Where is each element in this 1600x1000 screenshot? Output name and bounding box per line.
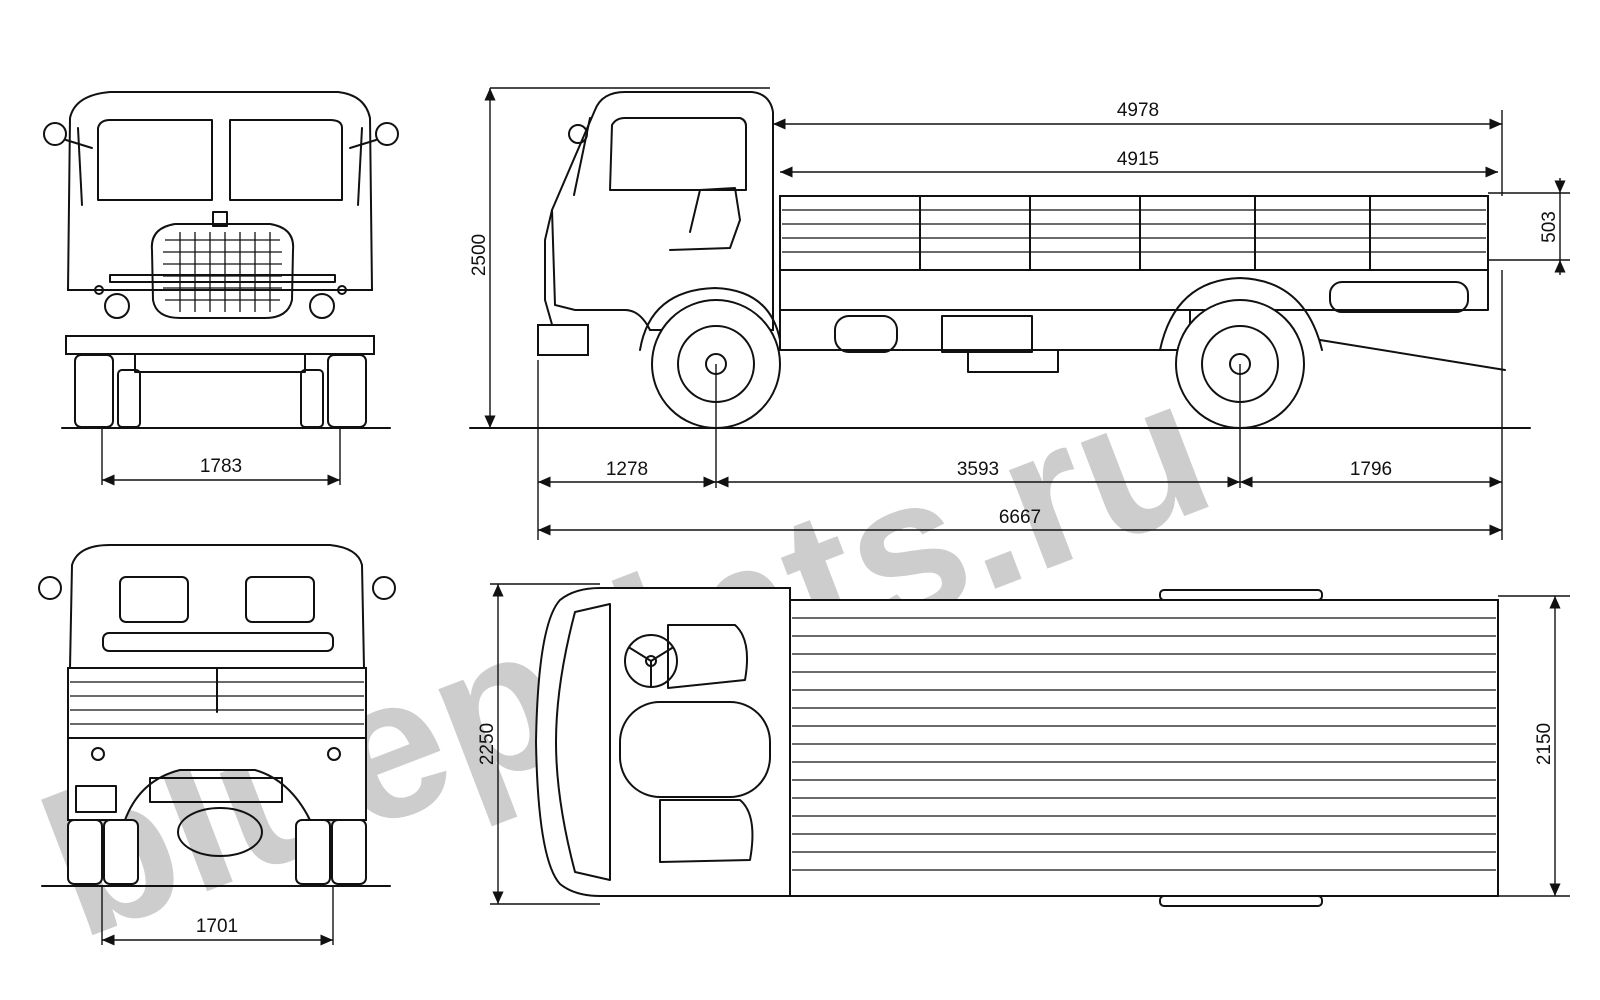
rear-fender (1159, 277, 1323, 351)
top-cab-outline (534, 587, 791, 897)
front-windshield-left (97, 119, 213, 201)
dim-wheelbase: 3593 (957, 459, 999, 480)
rear-wheel-left-inner (103, 819, 139, 885)
headlight-left-icon (104, 293, 130, 319)
side-door-window (609, 117, 747, 191)
spare-tank (1329, 281, 1469, 313)
top-view: 2250 2150 (477, 583, 1570, 907)
mirror-right-icon (375, 122, 399, 146)
rear-window-left (119, 576, 189, 623)
dim-front-overhang: 1278 (606, 459, 648, 480)
front-fender (639, 287, 781, 351)
dim-bed-outer-length: 4978 (1117, 100, 1159, 121)
dim-side-height: 503 (1539, 211, 1560, 243)
rear-wheel-left-outer (67, 819, 103, 885)
side-cab-outline (550, 91, 774, 331)
rear-mirror-right-icon (372, 576, 396, 600)
front-windshield-right (229, 119, 343, 201)
dim-rear-overhang: 1796 (1350, 459, 1392, 480)
front-view: 1783 (43, 91, 399, 486)
rear-cab-outline (68, 544, 366, 669)
side-front-bumper (537, 324, 589, 356)
dim-overall-width: 2250 (477, 723, 498, 765)
rear-chassis (67, 737, 367, 821)
seat-icon (669, 187, 741, 251)
rear-wheel-right-inner (295, 819, 331, 885)
license-plate-icon (75, 785, 117, 813)
front-grille-frame (150, 223, 295, 319)
fuel-tank (834, 315, 898, 353)
dim-bed-width: 2150 (1534, 723, 1555, 765)
front-chrome-bar (109, 274, 336, 283)
rear-axle-housing (177, 807, 263, 857)
rear-wheel-right-outer (331, 819, 367, 885)
dim-height: 2500 (469, 234, 490, 276)
dim-front-track: 1783 (200, 456, 242, 477)
front-grille-mesh (163, 232, 282, 312)
dim-overall-length: 6667 (999, 507, 1041, 528)
side-cargo-bed (779, 195, 1489, 271)
rear-view: 1701 (38, 544, 396, 946)
side-view: 2500 4978 4915 503 1278 3593 1796 6667 (469, 87, 1570, 540)
bed-slats (782, 209, 1486, 253)
engine-cover (619, 701, 771, 798)
passenger-seat-icon (659, 799, 754, 863)
dim-rear-track: 1701 (196, 916, 238, 937)
dim-bed-inner-length: 4915 (1117, 149, 1159, 170)
front-wheel-right (327, 354, 367, 428)
bed-stakes (919, 195, 1371, 271)
front-wheel-left (74, 354, 114, 428)
top-cargo-bed (789, 599, 1499, 897)
rear-window-right (245, 576, 315, 623)
top-bed-planks (792, 617, 1496, 871)
front-badge-icon (212, 211, 228, 227)
side-mirror-icon (568, 124, 588, 144)
front-bumper (65, 335, 375, 355)
driver-seat-icon (667, 624, 748, 689)
front-cab-outline (66, 91, 374, 291)
rear-mirror-left-icon (38, 576, 62, 600)
headlight-right-icon (309, 293, 335, 319)
mirror-left-icon (43, 122, 67, 146)
